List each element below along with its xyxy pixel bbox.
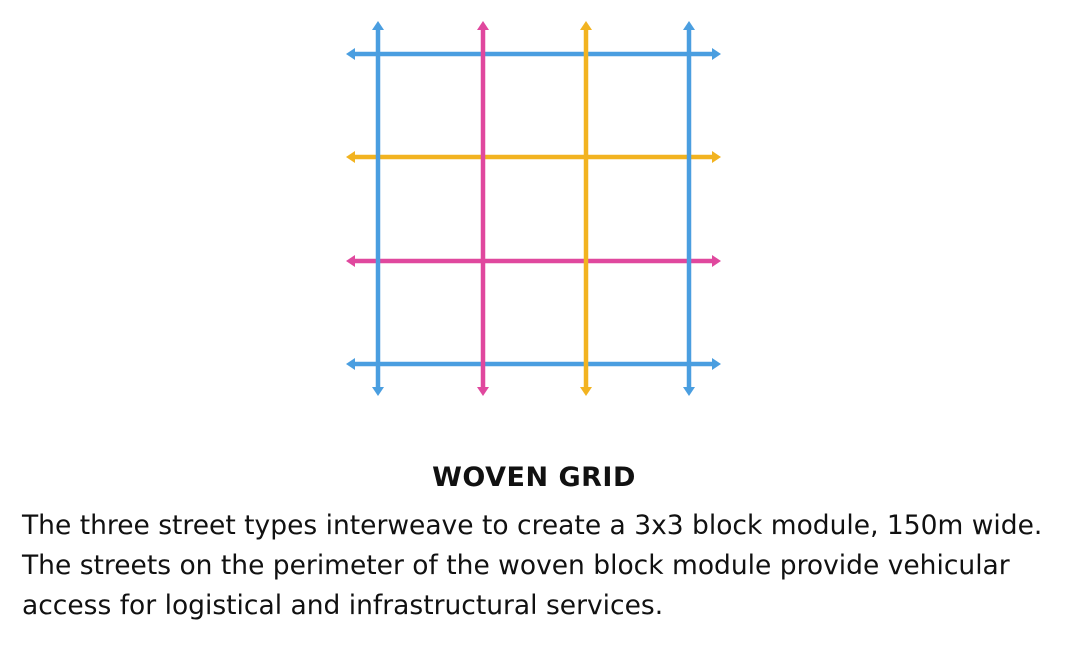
horizontal-street-1: [346, 48, 721, 60]
woven-grid-diagram: [346, 21, 721, 396]
arrowhead-up-icon: [477, 21, 489, 30]
vertical-street-3: [580, 21, 592, 396]
arrowhead-down-icon: [683, 387, 695, 396]
vertical-street-1: [372, 21, 384, 396]
arrowhead-up-icon: [683, 21, 695, 30]
arrowhead-down-icon: [372, 387, 384, 396]
arrowhead-left-icon: [346, 48, 355, 60]
arrowhead-right-icon: [712, 255, 721, 267]
diagram-caption: The three street types interweave to cre…: [22, 510, 1043, 621]
arrowhead-up-icon: [580, 21, 592, 30]
arrowhead-up-icon: [372, 21, 384, 30]
arrowhead-right-icon: [712, 151, 721, 163]
vertical-street-4: [683, 21, 695, 396]
arrowhead-left-icon: [346, 358, 355, 370]
horizontal-street-3: [346, 255, 721, 267]
horizontal-street-4: [346, 358, 721, 370]
horizontal-street-2: [346, 151, 721, 163]
vertical-street-2: [477, 21, 489, 396]
arrowhead-down-icon: [580, 387, 592, 396]
arrowhead-right-icon: [712, 48, 721, 60]
diagram-title: WOVEN GRID: [432, 462, 636, 493]
arrowhead-left-icon: [346, 255, 355, 267]
arrowhead-right-icon: [712, 358, 721, 370]
arrowhead-down-icon: [477, 387, 489, 396]
arrowhead-left-icon: [346, 151, 355, 163]
